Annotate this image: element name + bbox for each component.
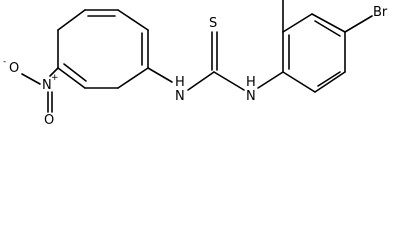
nitrophenyl-ring xyxy=(57,9,149,89)
nitro-oxygen-double-label: O xyxy=(44,113,54,128)
right-amine: H N xyxy=(246,71,284,104)
nitro-oxygen-minus-label: O xyxy=(9,61,19,76)
thiocarbonyl-group: S xyxy=(209,16,245,91)
chemical-structure-diagram: N + O - O H N S H N xyxy=(3,0,388,128)
nitro-nitrogen-label: N xyxy=(42,78,52,93)
left-amine-n-label: N xyxy=(175,89,185,104)
left-amine-h-label: H xyxy=(175,75,185,90)
right-amine-h-label: H xyxy=(246,75,256,90)
nitro-group: N + O - O xyxy=(3,57,59,128)
sulfur-label: S xyxy=(209,16,217,31)
bromomethylphenyl-ring xyxy=(282,13,346,93)
left-amine: H N xyxy=(147,67,215,104)
bromine-label: Br xyxy=(373,5,388,20)
nitro-oxygen-minus-charge: - xyxy=(3,57,6,67)
bromine-substituent: Br xyxy=(344,5,388,33)
right-amine-n-label: N xyxy=(246,89,256,104)
nitro-nitrogen-charge: + xyxy=(51,73,59,83)
